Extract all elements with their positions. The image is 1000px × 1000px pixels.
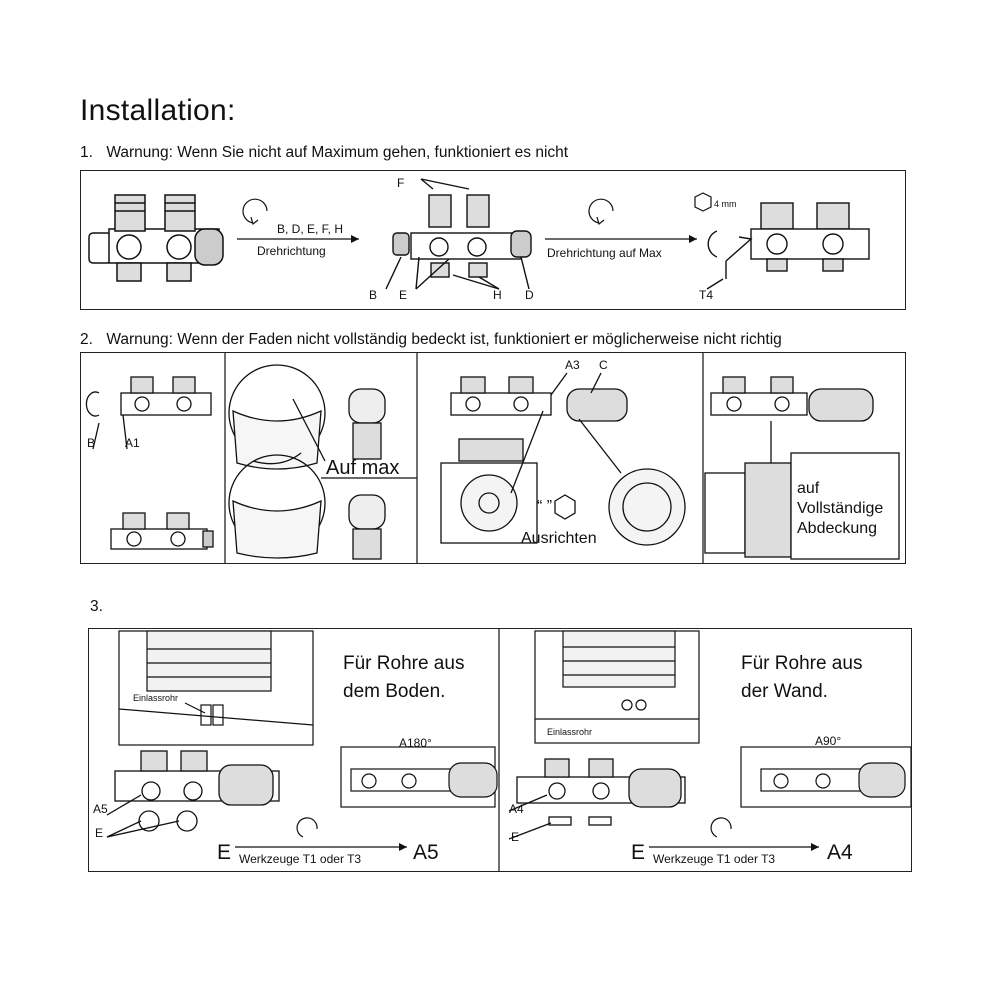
label-e-wall: E	[511, 830, 519, 844]
exploded-valve-illustration	[385, 178, 532, 290]
step-number: 1.	[80, 144, 93, 161]
step-warning: Warnung: Wenn der Faden nicht vollständi…	[106, 331, 782, 348]
label-b: B	[87, 436, 95, 450]
coverage-line-1: auf	[797, 480, 820, 497]
thermostat-head-closeups	[228, 364, 386, 560]
label-e: E	[399, 288, 407, 302]
wall-tool-direction: E Werkzeuge T1 oder T3 A4	[631, 817, 853, 866]
step-3-panel: Einlassrohr Für Rohre aus dem Boden. A5 …	[88, 628, 912, 872]
alignment-illustration	[440, 372, 686, 546]
hex-size: 4 mm	[714, 199, 737, 209]
hex-key-icon: 4 mm	[694, 192, 737, 212]
floor-angle: A180°	[399, 736, 432, 750]
coverage-line-3: Abdeckung	[797, 520, 877, 537]
label-h: H	[493, 288, 502, 302]
valve-before-illustration	[85, 376, 212, 450]
label-e: E	[95, 826, 103, 840]
label-f: F	[397, 176, 404, 190]
step-1-panel: B, D, E, F, H Drehrichtung F B E H D	[80, 170, 906, 310]
full-coverage-illustration	[704, 376, 900, 560]
floor-from: E	[217, 841, 231, 864]
wall-to: A4	[827, 841, 853, 864]
floor-caption: Einlassrohr	[133, 693, 178, 703]
floor-heading-1: Für Rohre aus	[343, 653, 464, 674]
label-c: C	[599, 358, 608, 372]
floor-to: A5	[413, 841, 439, 864]
valve-after-illustration	[110, 512, 214, 550]
radiator-wall-illustration	[534, 630, 700, 744]
wall-heading-2: der Wand.	[741, 681, 828, 702]
wall-caption: Einlassrohr	[547, 727, 592, 737]
hex-quote: “ ”	[537, 498, 552, 515]
radiator-floor-illustration	[118, 630, 314, 746]
wall-valve-illustration	[508, 758, 686, 840]
label-a4: A4	[509, 802, 524, 816]
ausrichten-label: Ausrichten	[521, 530, 597, 547]
floor-valve-illustration	[106, 750, 280, 838]
step-2-heading: 2. Warnung: Wenn der Faden nicht vollstä…	[80, 331, 782, 349]
label-a5: A5	[93, 802, 108, 816]
step-1-heading: 1. Warnung: Wenn Sie nicht auf Maximum g…	[80, 144, 568, 162]
valve-assembly-illustration	[88, 194, 224, 282]
floor-tool-direction: E Werkzeuge T1 oder T3 A5	[217, 817, 439, 866]
label-a1: A1	[125, 436, 140, 450]
step-3-heading: 3.	[90, 598, 112, 616]
label-t4: T4	[699, 288, 713, 302]
rotation-parts-label: B, D, E, F, H	[277, 222, 343, 236]
step-warning: Warnung: Wenn Sie nicht auf Maximum gehe…	[106, 144, 569, 161]
direction-max-label: Drehrichtung auf Max	[547, 246, 662, 260]
wall-angle: A90°	[815, 734, 841, 748]
floor-heading-2: dem Boden.	[343, 681, 445, 702]
step-number: 2.	[80, 331, 93, 348]
page-title: Installation:	[80, 94, 236, 127]
direction-label: Drehrichtung	[257, 244, 326, 258]
auf-max-label: Auf max	[326, 457, 399, 479]
label-b: B	[369, 288, 377, 302]
wall-valve-rotated-illustration	[740, 746, 911, 808]
label-d: D	[525, 288, 534, 302]
step-2-panel: B A1 Auf max	[80, 352, 906, 564]
coverage-line-2: Vollständige	[797, 500, 883, 517]
rotation-arrow-2: Drehrichtung auf Max	[545, 198, 697, 260]
floor-tools: Werkzeuge T1 oder T3	[239, 852, 361, 866]
wall-tools: Werkzeuge T1 oder T3	[653, 852, 775, 866]
wall-heading-1: Für Rohre aus	[741, 653, 862, 674]
floor-valve-rotated-illustration	[340, 746, 498, 808]
label-a3: A3	[565, 358, 580, 372]
wall-from: E	[631, 841, 645, 864]
step-number: 3.	[90, 598, 103, 615]
final-valve-illustration	[706, 202, 870, 290]
rotation-arrow-1: B, D, E, F, H Drehrichtung	[237, 198, 359, 258]
